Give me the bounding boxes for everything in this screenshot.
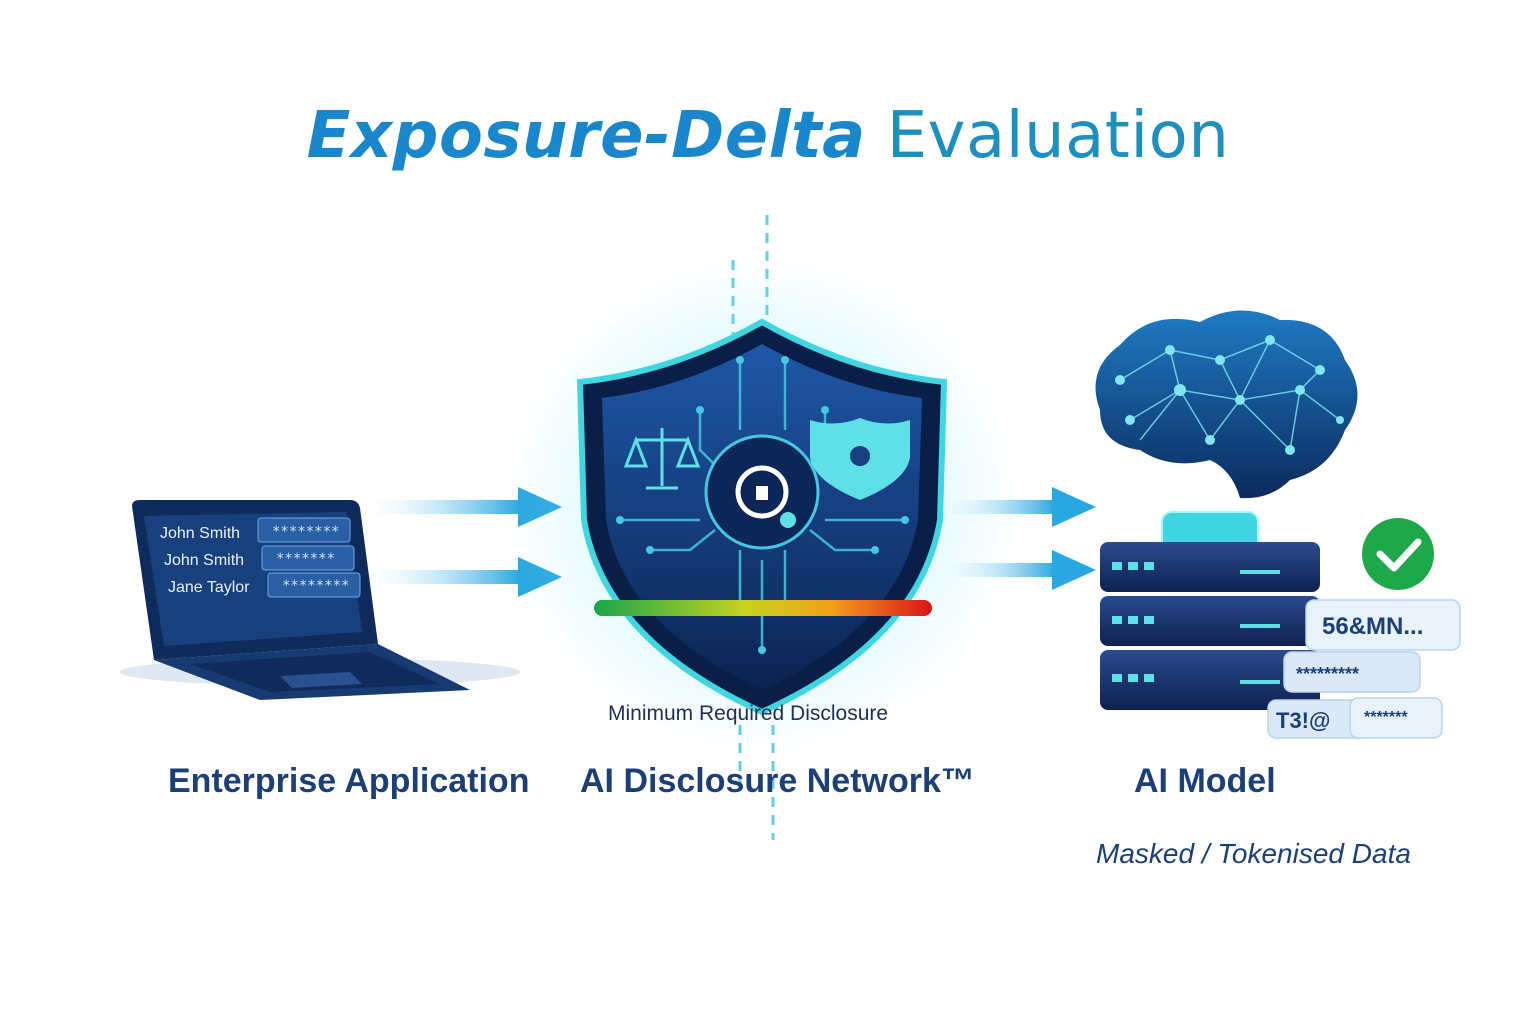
token-3: T3!@ (1276, 708, 1330, 733)
label-enterprise-application: Enterprise Application (168, 762, 530, 800)
label-masked-tokenised-data: Masked / Tokenised Data (1096, 838, 1411, 869)
token-cards (1267, 599, 1461, 739)
laptop-row-mask-2: ******* (276, 551, 335, 567)
arrow-right-top (945, 487, 1096, 527)
brain-icon (1095, 310, 1358, 499)
label-ai-model: AI Model (1134, 762, 1276, 800)
token-4: ******* (1364, 709, 1408, 726)
laptop-rows (257, 517, 361, 598)
laptop-row-name-3: Jane Taylor (168, 579, 250, 596)
laptop-row-mask-1: ******** (272, 524, 339, 540)
lock-icon (704, 434, 820, 550)
token-1: 56&MN... (1322, 613, 1423, 640)
check-icon (1362, 518, 1434, 590)
page-title: Exposure-Delta Evaluation (0, 100, 1536, 172)
shield-badge-icon (810, 418, 910, 500)
laptop-row-name-2: John Smith (164, 552, 244, 569)
scales-icon (623, 428, 701, 490)
label-ai-disclosure-network: AI Disclosure Network™ (580, 762, 975, 800)
arrow-right-bottom (945, 550, 1096, 590)
disclosure-scale-label: Minimum Required Disclosure (608, 702, 889, 725)
laptop-row-mask-3: ******** (282, 578, 349, 594)
disclosure-meter (594, 600, 932, 616)
title-part-1: Exposure-Delta (306, 99, 866, 173)
server-icon (1100, 511, 1320, 710)
token-2: ********* (1296, 664, 1359, 684)
laptop-row-name-1: John Smith (160, 525, 240, 542)
title-part-2: Evaluation (886, 99, 1230, 173)
